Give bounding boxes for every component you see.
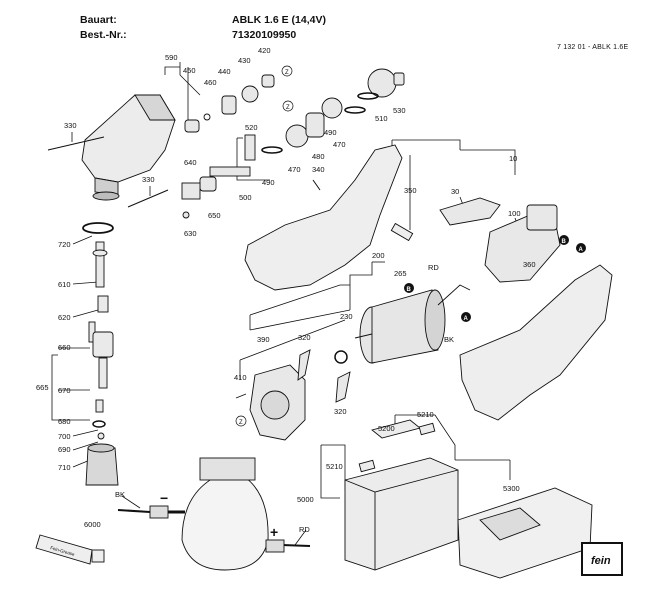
callout: 6000 bbox=[84, 520, 101, 529]
housing-half-left bbox=[244, 144, 414, 291]
callout: 390 bbox=[257, 335, 270, 344]
motor bbox=[354, 284, 471, 364]
marker-b: B bbox=[407, 287, 412, 293]
callout: 100 bbox=[508, 209, 521, 218]
callout: 430 bbox=[238, 56, 251, 65]
marker-b: B bbox=[562, 239, 567, 245]
callout: 360 bbox=[523, 260, 536, 269]
callout: 530 bbox=[393, 106, 406, 115]
callout: 340 bbox=[312, 165, 325, 174]
type-label: Bauart: bbox=[80, 14, 117, 26]
spindle-parts bbox=[85, 241, 119, 486]
minus-symbol: − bbox=[160, 490, 168, 506]
callout: 680 bbox=[58, 417, 71, 426]
brand-logo-text: fein bbox=[591, 555, 611, 567]
callout: RD bbox=[428, 263, 439, 272]
callout: 710 bbox=[58, 463, 71, 472]
callout: 330 bbox=[64, 121, 77, 130]
marker-a: A bbox=[579, 247, 584, 253]
o-ring bbox=[82, 222, 114, 234]
marker-z: Z bbox=[286, 105, 290, 111]
callout-labels: 590 450 420 430 440 460 330 330 640 650 … bbox=[36, 46, 536, 534]
gear-train bbox=[181, 68, 405, 219]
callout: 650 bbox=[208, 211, 221, 220]
callout: 450 bbox=[183, 66, 196, 75]
reference-markers: A B A B Z Z Z bbox=[235, 65, 586, 427]
callout: 5210 bbox=[326, 462, 343, 471]
callout: 420 bbox=[258, 46, 271, 55]
callout: 665 bbox=[36, 383, 49, 392]
document-number: 7 132 01 - ABLK 1.6E bbox=[557, 44, 629, 51]
callout: 320 bbox=[334, 407, 347, 416]
marker-a: A bbox=[464, 316, 469, 322]
order-number-label: Best.-Nr.: bbox=[80, 29, 127, 41]
callout: 700 bbox=[58, 432, 71, 441]
callout: 330 bbox=[142, 175, 155, 184]
callout: 690 bbox=[58, 445, 71, 454]
callout: 640 bbox=[184, 158, 197, 167]
callout: 320 bbox=[298, 333, 311, 342]
callout: 470 bbox=[333, 140, 346, 149]
callout: 440 bbox=[218, 67, 231, 76]
foam-insert bbox=[457, 487, 593, 579]
carry-case bbox=[344, 419, 459, 571]
callout: 10 bbox=[509, 154, 517, 163]
callout: 500 bbox=[239, 193, 252, 202]
callout: 5000 bbox=[297, 495, 314, 504]
callout: 230 bbox=[340, 312, 353, 321]
callout: 630 bbox=[184, 229, 197, 238]
callout: 350 bbox=[404, 186, 417, 195]
marker-z: Z bbox=[285, 70, 289, 76]
callout: 620 bbox=[58, 313, 71, 322]
wiring-detail bbox=[117, 457, 311, 571]
callout: 490 bbox=[324, 128, 337, 137]
callout: 670 bbox=[58, 386, 71, 395]
callout: BK bbox=[444, 335, 454, 344]
plus-symbol: + bbox=[270, 524, 278, 540]
callout: 660 bbox=[58, 343, 71, 352]
callout: 5200 bbox=[378, 424, 395, 433]
grease-tube-label: Fein-Grease bbox=[50, 545, 76, 557]
callout: 5300 bbox=[503, 484, 520, 493]
gear-case bbox=[235, 349, 351, 441]
marker-z: Z bbox=[239, 420, 243, 426]
callout: 480 bbox=[312, 152, 325, 161]
callout: 510 bbox=[375, 114, 388, 123]
callout: 520 bbox=[245, 123, 258, 132]
callout: 30 bbox=[451, 187, 459, 196]
switch-and-electronics bbox=[439, 197, 561, 283]
callout: 265 bbox=[394, 269, 407, 278]
housing-half-right bbox=[459, 264, 613, 421]
callout: 200 bbox=[372, 251, 385, 260]
callout: 470 bbox=[288, 165, 301, 174]
tool-head bbox=[81, 94, 176, 201]
callout: 720 bbox=[58, 240, 71, 249]
callout: 610 bbox=[58, 280, 71, 289]
fein-logo bbox=[581, 542, 623, 576]
callout: BK bbox=[115, 490, 125, 499]
type-value: ABLK 1.6 E (14,4V) bbox=[232, 14, 326, 26]
callout: 590 bbox=[165, 53, 178, 62]
screws bbox=[47, 136, 321, 208]
callout: 410 bbox=[234, 373, 247, 382]
callout: 490 bbox=[262, 178, 275, 187]
callout: 460 bbox=[204, 78, 217, 87]
callout: 5210 bbox=[417, 410, 434, 419]
callout: RD bbox=[299, 525, 310, 534]
grease-tube bbox=[35, 534, 105, 565]
order-number-value: 71320109950 bbox=[232, 29, 297, 41]
